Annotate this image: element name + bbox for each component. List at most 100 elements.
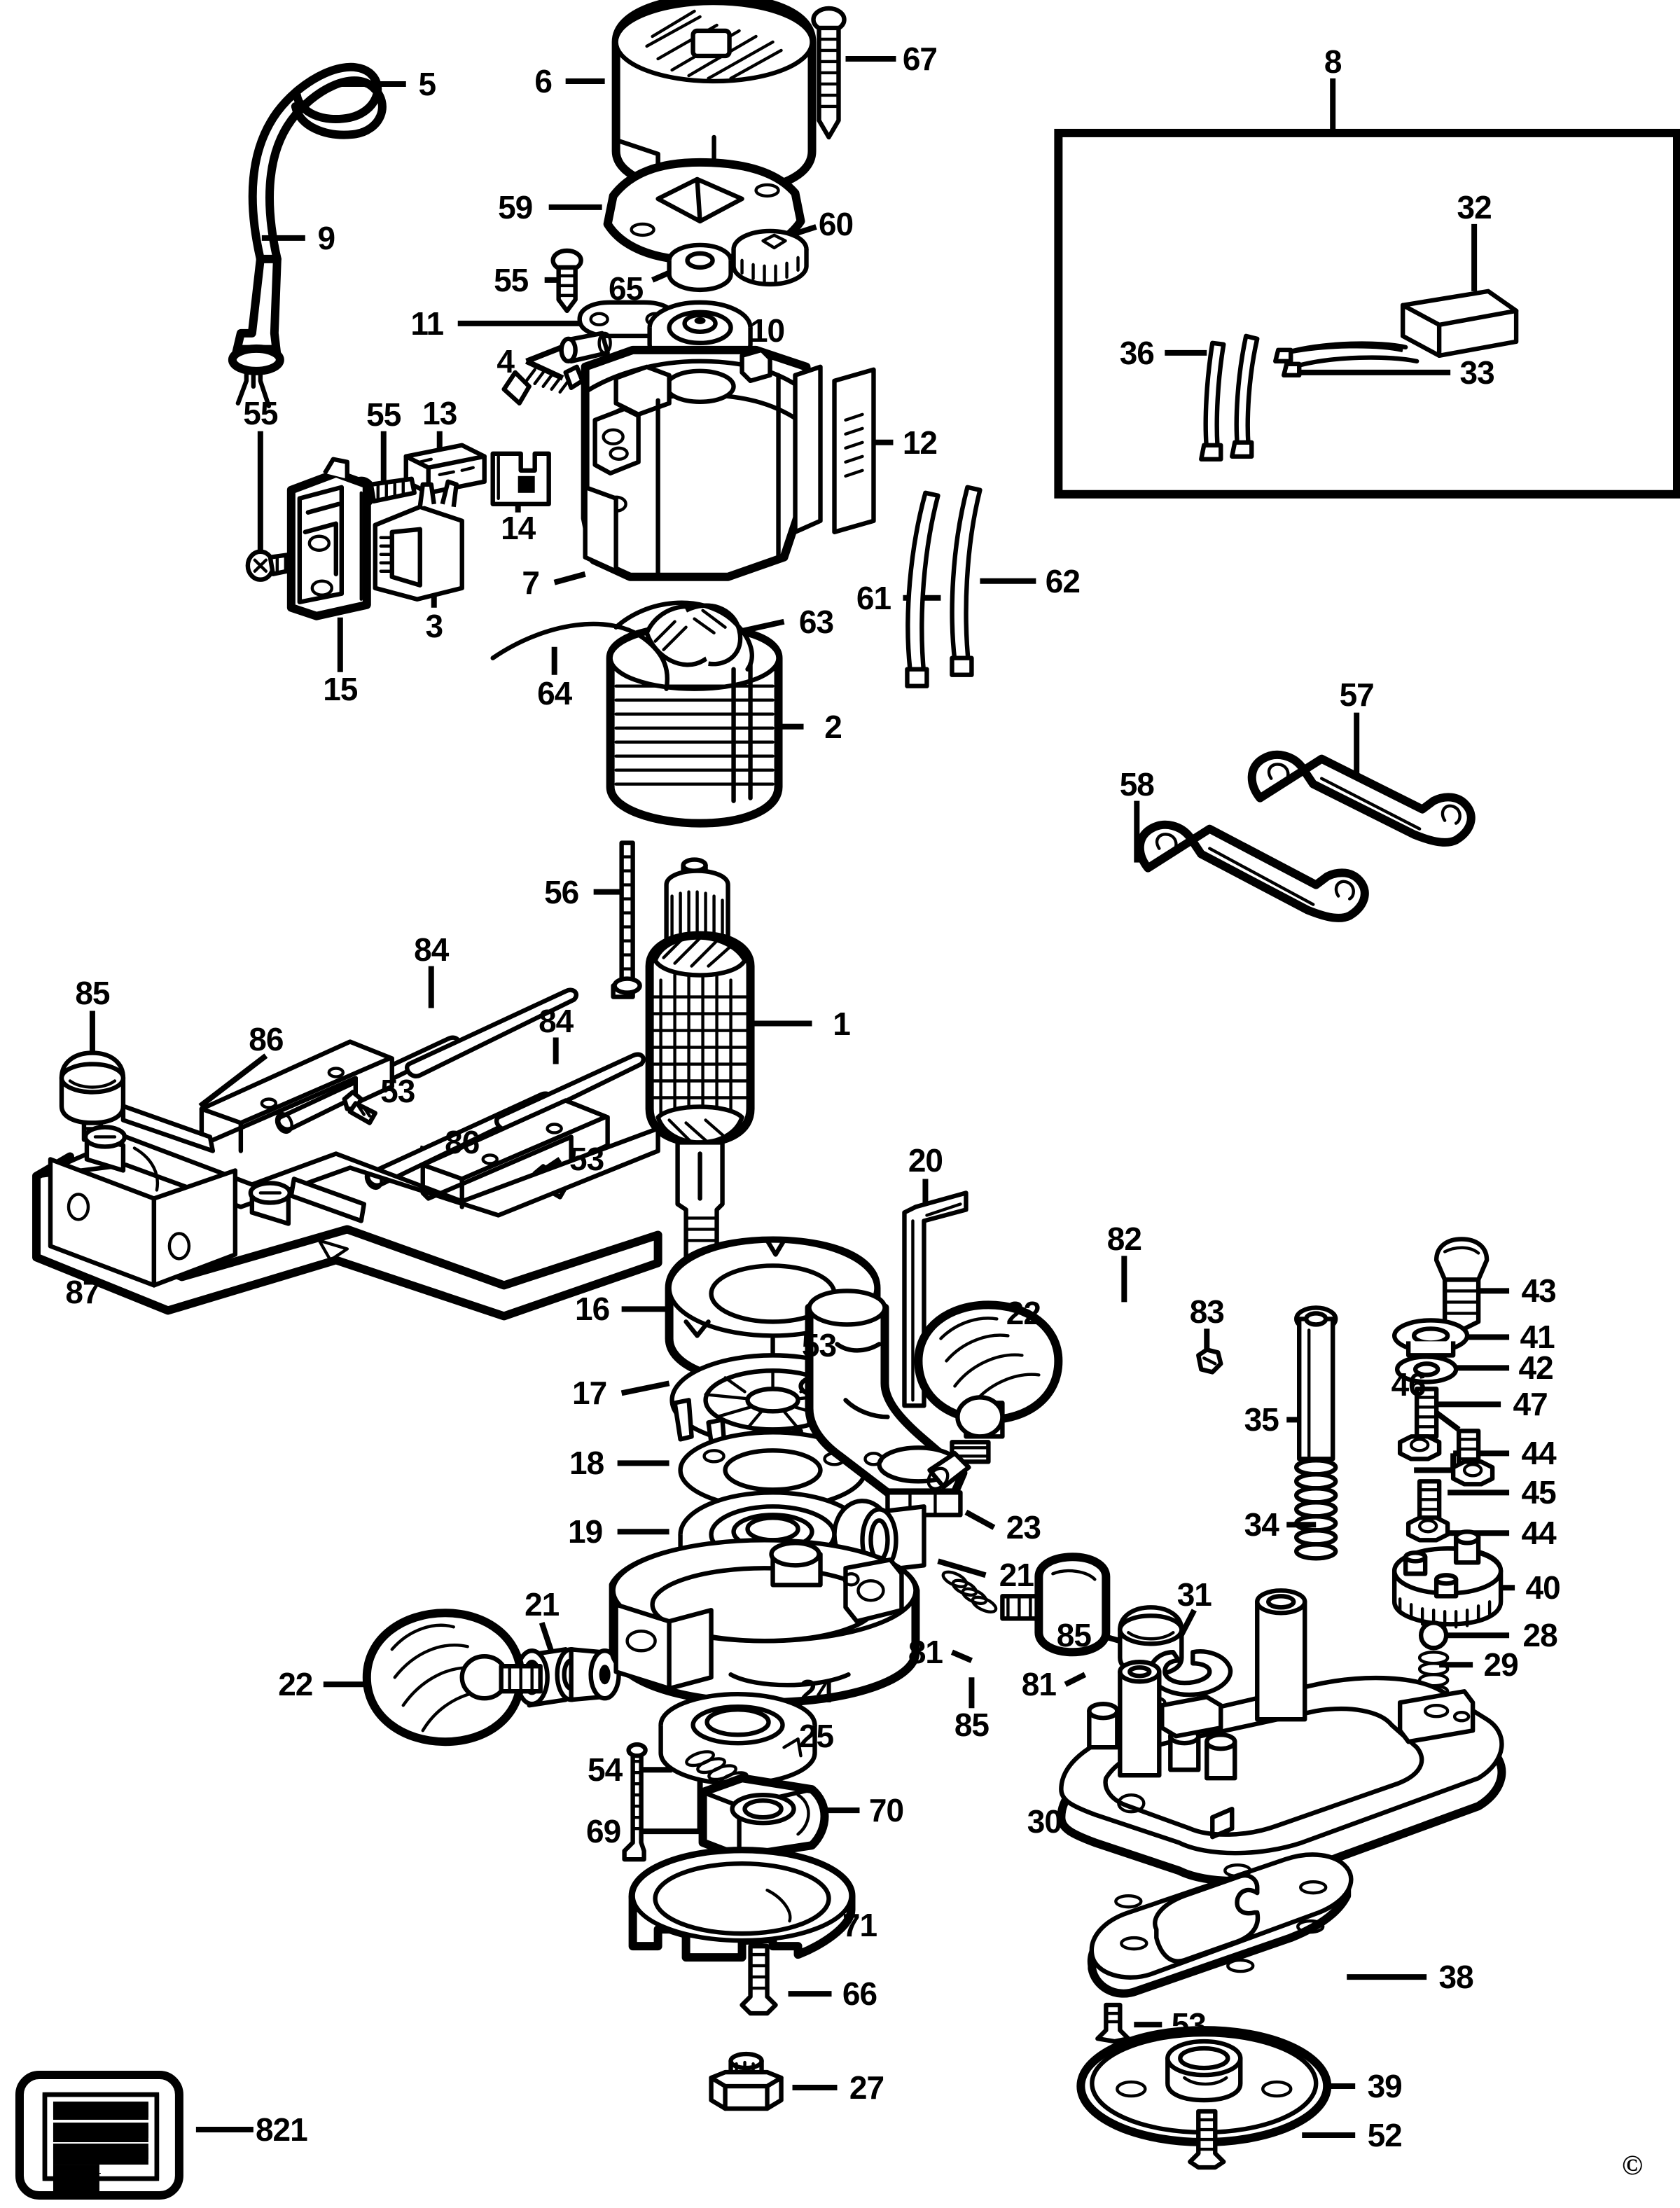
callout-16: 16 [575, 1291, 610, 1328]
callout-42: 42 [1518, 1349, 1553, 1387]
callout-71: 71 [842, 1907, 877, 1944]
part-53-screw-d [1095, 2002, 1131, 2044]
callout-61: 61 [856, 579, 891, 616]
part-18-washer [678, 1430, 868, 1511]
callout-33: 33 [1459, 354, 1495, 391]
callout-70: 70 [868, 1792, 904, 1829]
part-5-cord-loop [248, 62, 387, 263]
callout-10: 10 [749, 312, 785, 349]
part-84-guide-rod-upper2 [405, 987, 579, 1078]
part-14-retainer-clip [490, 451, 551, 506]
callout-32: 32 [1457, 188, 1492, 225]
callout-44-a: 44 [1521, 1435, 1556, 1472]
part-44-nut-upper [1397, 1434, 1442, 1461]
callout-85-c: 85 [954, 1707, 990, 1744]
callout-66: 66 [842, 1976, 877, 2013]
callout-21-a: 21 [999, 1557, 1034, 1594]
part-55-top-screw [550, 248, 583, 314]
callout-65: 65 [609, 270, 644, 307]
part-54-long-screw [622, 1742, 648, 1862]
callout-81-a: 81 [908, 1634, 943, 1671]
callout-39: 39 [1367, 2068, 1403, 2105]
part-62-cable-tie [950, 485, 983, 677]
copyright-symbol: © [1622, 2149, 1643, 2181]
callout-14: 14 [501, 509, 536, 546]
callout-69: 69 [586, 1813, 621, 1850]
callout-85-b: 85 [1056, 1617, 1092, 1654]
callout-6: 6 [534, 62, 553, 99]
callout-7: 7 [522, 564, 540, 601]
callout-9: 9 [317, 219, 336, 256]
callout-86-b: 86 [445, 1124, 480, 1161]
callout-1: 1 [833, 1005, 851, 1042]
callout-3: 3 [425, 607, 443, 644]
callout-8: 8 [1324, 43, 1342, 80]
callout-34: 34 [1244, 1506, 1279, 1543]
callout-47: 47 [1513, 1386, 1548, 1423]
part-40-depth-turret [1391, 1529, 1504, 1629]
callout-82: 82 [1106, 1221, 1142, 1258]
inset-box-8 [1054, 128, 1680, 499]
callout-12: 12 [902, 424, 938, 461]
callout-11: 11 [410, 305, 444, 342]
callout-53-c: 53 [801, 1327, 837, 1364]
callout-85-a: 85 [75, 974, 110, 1011]
callout-19: 19 [568, 1513, 603, 1550]
part-30-base-body [1057, 1588, 1506, 1886]
callout-52: 52 [1367, 2117, 1403, 2154]
callout-22-a: 22 [1006, 1295, 1041, 1332]
callout-17: 17 [572, 1375, 607, 1412]
part-3-switch [373, 479, 464, 602]
part-43-bolt [1433, 1237, 1490, 1333]
part-22-knob-right [914, 1300, 1063, 1464]
callout-43: 43 [1521, 1272, 1556, 1310]
callout-55-a: 55 [494, 261, 529, 298]
part-7-motor-housing [581, 345, 823, 581]
callout-4: 4 [497, 342, 515, 380]
callout-56: 56 [544, 873, 579, 910]
callout-60: 60 [818, 205, 854, 242]
part-58-spanner [1135, 820, 1369, 922]
part-6-motor-cap [611, 0, 817, 197]
part-35-guide-rod [1294, 1305, 1338, 1461]
callout-84-a: 84 [414, 931, 449, 968]
callout-30: 30 [1027, 1803, 1062, 1840]
part-71-sub-base-ring [628, 1847, 856, 1962]
part-44-nut-lower [1405, 1515, 1450, 1543]
callout-53-a: 53 [380, 1072, 415, 1109]
part-86-fence-rail-lower [420, 1098, 610, 1209]
callout-41: 41 [1520, 1319, 1555, 1356]
part-28-ball [1418, 1620, 1449, 1651]
part-23-pin [926, 1451, 971, 1491]
callout-18: 18 [569, 1445, 604, 1482]
part-63-wire [613, 600, 754, 672]
callout-54: 54 [588, 1751, 623, 1789]
callout-15: 15 [323, 670, 358, 707]
callout-40: 40 [1525, 1569, 1560, 1606]
callout-53-d: 53 [1171, 2006, 1207, 2043]
callout-5: 5 [418, 65, 436, 102]
callout-13: 13 [422, 394, 457, 431]
part-27-collet-nut [709, 2051, 784, 2111]
part-38-base-plate [1087, 1852, 1354, 1998]
part-44-nut-mid [1450, 1459, 1495, 1487]
callout-84-b: 84 [539, 1002, 574, 1039]
callout-20: 20 [908, 1142, 943, 1179]
part-25-lock-collar [658, 1692, 817, 1786]
part-87-fence-body [32, 1104, 662, 1321]
callout-62: 62 [1045, 562, 1081, 599]
callout-67: 67 [902, 40, 938, 77]
callout-87: 87 [65, 1274, 100, 1311]
part-66-screw [740, 1943, 778, 2016]
callout-821: 821 [255, 2111, 308, 2148]
callout-45: 45 [1521, 1474, 1556, 1511]
callout-55-c: 55 [366, 396, 401, 433]
callout-44-b: 44 [1521, 1515, 1556, 1552]
callout-23: 23 [1006, 1509, 1041, 1546]
callout-58: 58 [1119, 765, 1155, 803]
callout-57: 57 [1339, 676, 1375, 713]
part-42-washer [1394, 1354, 1459, 1384]
part-39-template-guide [1076, 2026, 1332, 2147]
callout-63: 63 [798, 603, 834, 640]
